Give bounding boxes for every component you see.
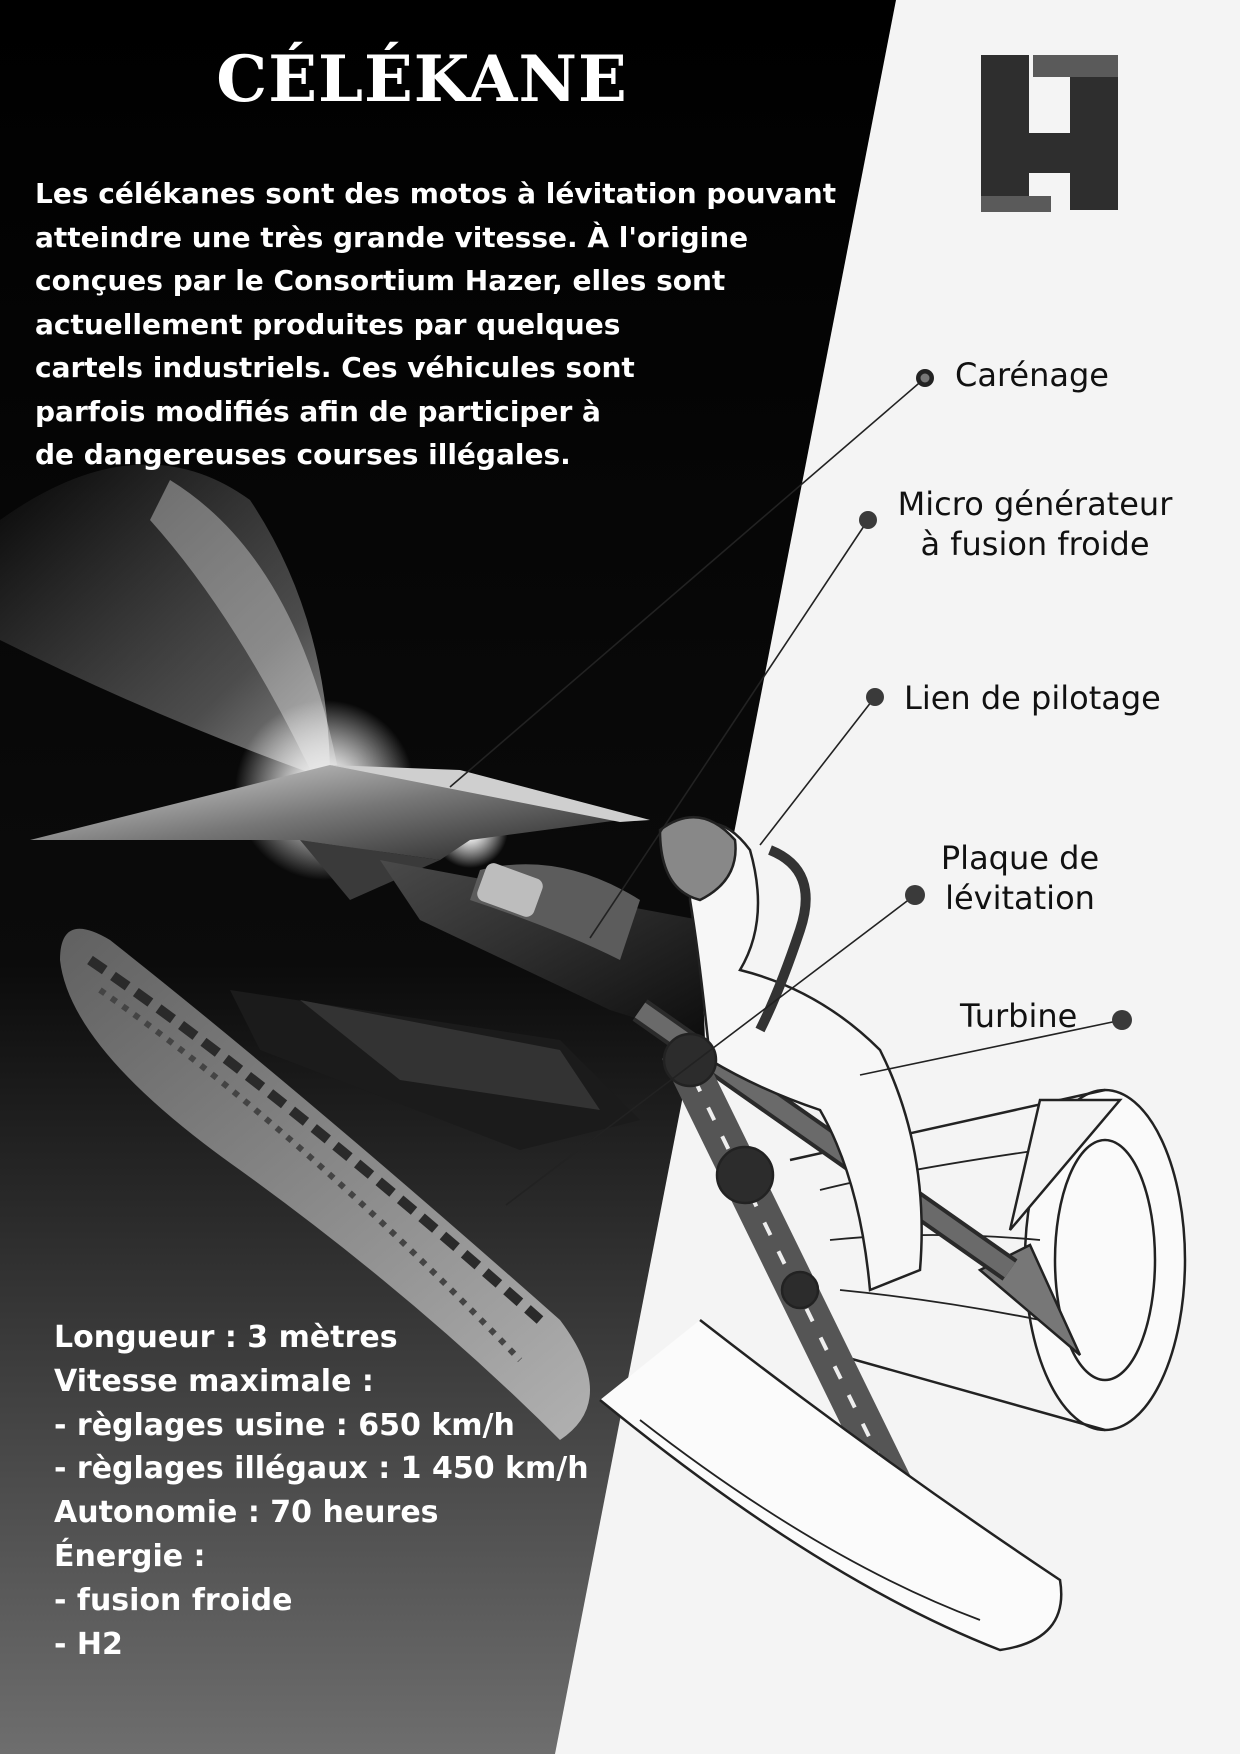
callout-plaque-levitation: Plaque de lévitation xyxy=(930,838,1110,918)
callout-micro-generateur: Micro générateur à fusion froide xyxy=(895,484,1175,564)
callout-carenage: Carénage xyxy=(955,355,1109,395)
page-title: CÉLÉKANE xyxy=(216,42,628,117)
callout-turbine: Turbine xyxy=(960,996,1077,1036)
callout-label: à fusion froide xyxy=(920,525,1150,563)
intro-line: parfois modifiés afin de participer à xyxy=(35,394,601,428)
spec-line: Autonomie : 70 heures xyxy=(54,1495,439,1531)
intro-line: de dangereuses courses illégales. xyxy=(35,438,571,471)
engine-body xyxy=(230,860,705,1150)
intro-line: atteindre une très grande vitesse. À l'o… xyxy=(35,220,749,254)
spec-line: - fusion froide xyxy=(54,1582,293,1618)
levitation-plate xyxy=(60,928,590,1440)
fairing-wings xyxy=(30,765,650,900)
intro-line: conçues par le Consortium Hazer, elles s… xyxy=(35,264,726,297)
callout-label: Plaque de xyxy=(940,839,1100,877)
callout-lien-pilotage: Lien de pilotage xyxy=(904,678,1161,718)
specs-list: Longueur : 3 mètres Vitesse maximale : -… xyxy=(54,1316,589,1666)
callout-label: Lien de pilotage xyxy=(904,679,1161,717)
intro-line: actuellement produites par quelques xyxy=(35,307,621,341)
spec-line: Énergie : xyxy=(54,1538,206,1574)
spec-line: - H2 xyxy=(54,1626,123,1662)
spec-line: Longueur : 3 mètres xyxy=(54,1320,398,1355)
callout-dots xyxy=(859,369,1132,1030)
spec-line: - règlages usine : 650 km/h xyxy=(54,1407,515,1443)
line-art xyxy=(599,815,1187,1652)
spec-line: Vitesse maximale : xyxy=(54,1363,374,1399)
hazer-h-logo xyxy=(981,55,1118,212)
callout-label: Micro générateur xyxy=(897,485,1173,523)
intro-line: Les célékanes sont des motos à lévitatio… xyxy=(35,177,837,210)
callout-label: Turbine xyxy=(960,997,1078,1035)
callout-label: lévitation xyxy=(945,879,1095,917)
intro-text: Les célékanes sont des motos à lévitatio… xyxy=(35,172,865,477)
spec-line: - règlages illégaux : 1 450 km/h xyxy=(54,1451,589,1487)
intro-line: cartels industriels. Ces véhicules sont xyxy=(35,351,635,384)
callout-leaders xyxy=(449,377,1123,1206)
callout-label: Carénage xyxy=(955,356,1109,394)
